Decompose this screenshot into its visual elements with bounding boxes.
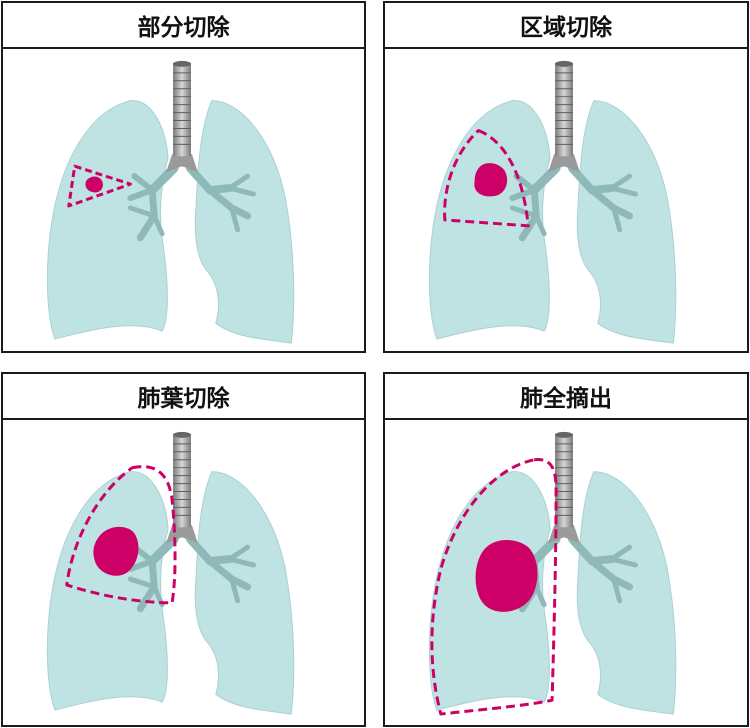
lungs-illustration: [47, 61, 293, 343]
lung-diagram: [385, 49, 747, 351]
resection-outline: [443, 128, 530, 228]
panel-title: 肺葉切除: [3, 374, 364, 420]
panel-lobectomy: 肺葉切除: [1, 372, 366, 727]
tumor: [85, 176, 103, 193]
tumor: [93, 526, 139, 576]
resection-outline: [430, 458, 558, 716]
lungs-illustration: [47, 432, 293, 714]
lungs-illustration: [429, 61, 675, 343]
lung-diagram: [3, 420, 364, 725]
tumor: [475, 539, 538, 612]
lung-diagram: [385, 420, 747, 725]
tumor: [474, 163, 508, 197]
panel-segmentectomy: 区域切除: [383, 1, 749, 353]
panel-title: 部分切除: [3, 3, 364, 49]
resection-outline: [65, 465, 177, 605]
panel-partial-resection: 部分切除: [1, 1, 366, 353]
panel-title: 肺全摘出: [385, 374, 747, 420]
resection-outline: [67, 164, 132, 208]
panel-pneumonectomy: 肺全摘出: [383, 372, 749, 727]
panel-title: 区域切除: [385, 3, 747, 49]
lung-diagram: [3, 49, 364, 351]
